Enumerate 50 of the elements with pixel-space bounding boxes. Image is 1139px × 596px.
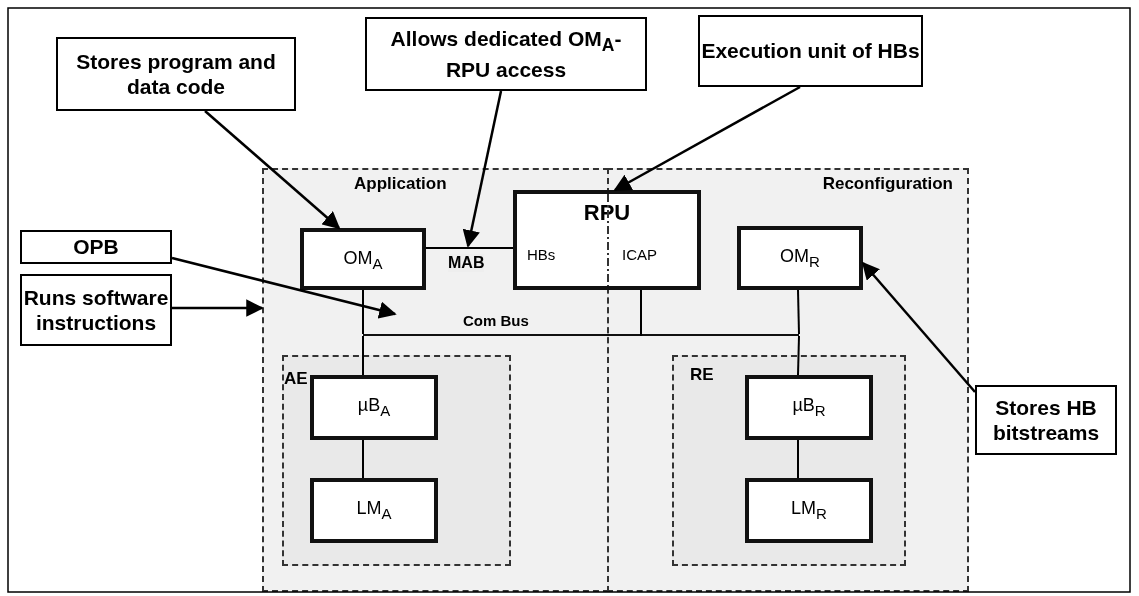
- block-label: µB$_{R}$: [791, 395, 827, 419]
- block-box: [745, 478, 873, 543]
- callout-text: Stores HB bitstreams: [991, 394, 1101, 446]
- block-label: µB$_{A}$: [356, 395, 392, 419]
- block-label: HBs: [527, 246, 556, 263]
- leader-arrow: [204, 110, 341, 230]
- callout-box: [975, 385, 1117, 455]
- connector-line: [362, 335, 364, 376]
- block-label: OM$_{A}$: [342, 248, 384, 272]
- connector-line: [797, 335, 800, 376]
- connector-line: [425, 247, 514, 249]
- block-box: [745, 375, 873, 440]
- bus-line: [363, 314, 799, 336]
- connector-line: [797, 439, 799, 479]
- callout-box: [365, 17, 647, 91]
- leader-arrow: [172, 299, 264, 317]
- leader-arrow: [462, 90, 503, 248]
- block-box: [513, 190, 701, 290]
- callout-box: [20, 230, 172, 264]
- connector-line: [362, 439, 364, 479]
- block-label: ICAP: [622, 246, 657, 263]
- callout-text: Stores program and data code: [75, 48, 277, 100]
- callout-text: Runs software instructions: [22, 284, 170, 336]
- connector-line: [362, 289, 364, 335]
- region-title: AE: [284, 369, 308, 389]
- region-box: [282, 355, 511, 566]
- block-box: [300, 228, 426, 290]
- region-box: [672, 355, 906, 566]
- leader-arrow: [171, 256, 397, 319]
- callout-box: [20, 274, 172, 346]
- callout-text: Execution unit of HBs: [701, 38, 920, 64]
- callout-text: OPB: [73, 234, 119, 260]
- callout-text: Allows dedicated OM$_{A}$- RPU access: [389, 26, 623, 82]
- leader-arrow: [613, 85, 801, 192]
- block-label: LM$_{R}$: [790, 498, 828, 522]
- block-label: LM$_{A}$: [355, 498, 393, 522]
- block-label: OM$_{R}$: [779, 246, 821, 270]
- block-box: [310, 478, 438, 543]
- region-title: RE: [690, 365, 714, 385]
- bus-label: Com Bus: [463, 312, 529, 329]
- block-label: RPU: [582, 200, 632, 226]
- connector-line: [797, 289, 800, 335]
- connector-line: [640, 289, 642, 337]
- block-box: [310, 375, 438, 440]
- leader-arrow: [861, 261, 976, 393]
- callout-box: [56, 37, 296, 111]
- callout-box: [698, 15, 923, 87]
- region-title: Reconfiguration: [822, 174, 953, 194]
- region-title: Application: [354, 174, 447, 194]
- block-box: [737, 226, 863, 290]
